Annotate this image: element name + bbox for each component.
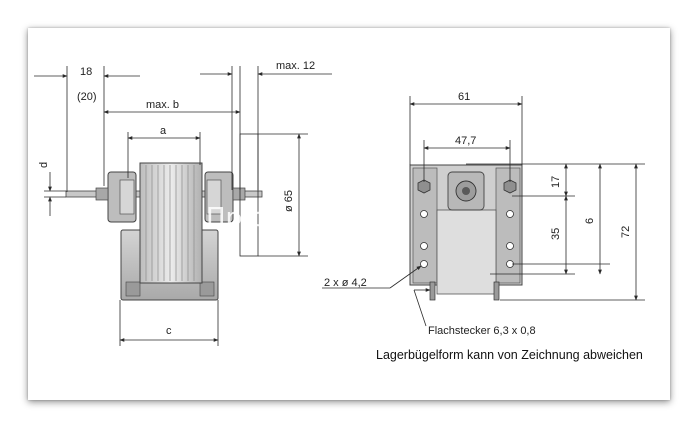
front-view: 61 47,7 17 35 6 72 2 x ø 4,2 Flachstecke… <box>322 91 645 337</box>
mount-hole-left <box>420 260 428 268</box>
dim-a: a <box>160 125 167 137</box>
dim-6: 6 <box>584 218 596 224</box>
lamination-stack <box>139 162 203 284</box>
dim-35: 35 <box>550 228 562 240</box>
caption: Lagerbügelform kann von Zeichnung abweic… <box>376 348 643 362</box>
dim-61: 61 <box>458 91 470 103</box>
dim-18: 18 <box>80 66 92 78</box>
watermark: Пр оника <box>206 203 332 233</box>
dim-mount-holes: 2 x ø 4,2 <box>324 277 367 289</box>
side-view: 18 (20) max. b a d max. 12 ø 65 c <box>34 60 332 346</box>
flat-connector-left <box>429 281 436 301</box>
dim-c: c <box>166 325 172 337</box>
dim-72: 72 <box>620 226 632 238</box>
dim-dia-65: ø 65 <box>283 190 295 212</box>
dim-20: (20) <box>77 91 97 103</box>
dim-max-b: max. b <box>146 99 179 111</box>
dim-17: 17 <box>550 176 562 188</box>
flat-connector-right <box>493 281 500 301</box>
dim-47-7: 47,7 <box>455 135 476 147</box>
dim-d: d <box>38 162 50 168</box>
dim-max-12: max. 12 <box>276 60 315 72</box>
dim-flat-connector: Flachstecker 6,3 x 0,8 <box>428 325 536 337</box>
